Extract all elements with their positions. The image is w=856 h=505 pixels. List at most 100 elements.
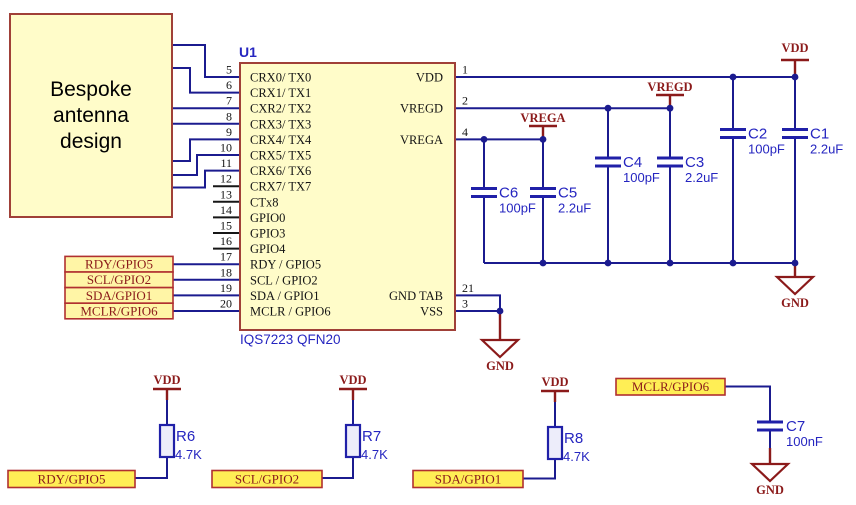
power-flags: VDD VREGD VREGA VDD VDD VDD [153,41,808,389]
pin-label: VDD [416,71,443,85]
net-label-box [7,469,136,489]
resistor-value: 4.7K [563,449,590,464]
capacitor-ref: C7 [786,418,805,435]
pin-number: 3 [462,297,468,311]
pin-number: 6 [226,78,232,92]
pin-number: 12 [220,172,232,186]
net-label-box [211,469,323,489]
vregd-flag: VREGD [647,80,692,94]
pin-label: VSS [420,305,443,319]
gnd-symbol-icon [774,275,816,296]
resistor-value: 4.7K [361,447,388,462]
pin-number: 11 [220,156,232,170]
capacitor-ref: C6 [499,185,518,202]
capacitor-symbol-c3 [657,156,683,168]
pin-number: 2 [462,94,468,108]
junction-dot [791,73,799,81]
pin-label: CRX4/ TX4 [250,133,312,147]
gnd-label: GND [756,483,784,497]
pin-label: GPIO0 [250,211,285,225]
bottom-net-labels: RDY/GPIO5 SCL/GPIO2 SDA/GPIO1 MCLR/GPIO6 [7,377,726,489]
junction-dot [496,307,504,315]
capacitor-symbol-c5 [530,187,556,198]
junction-dot [604,104,612,112]
ic-u1: U1 IQS7223 QFN20 5 6 7 8 9 10 11 12 13 1… [220,44,474,347]
pin-label: VREGD [400,102,443,116]
capacitor-ref: C3 [685,154,704,171]
antenna-box [9,13,173,218]
net-label-box [412,469,524,489]
pin-number: 1 [462,63,468,77]
pin-number: 17 [220,250,232,264]
resistor-value: 4.7K [175,447,202,462]
wires [135,44,809,480]
pin-label: CXR2/ TX2 [250,102,311,116]
capacitor-value: 100pF [499,201,536,216]
left-pin-numbers: 5 6 7 8 9 10 11 12 13 14 15 16 17 18 19 … [220,63,232,311]
antenna-label-line2: antenna [53,104,129,127]
junction-dot [604,259,612,267]
pin-number: 19 [220,281,232,295]
capacitor-ref: C4 [623,154,642,171]
ground-symbols: GND GND GND [479,275,816,497]
right-pin-numbers: 1 2 4 21 3 [462,63,474,311]
capacitor-value: 2.2uF [685,170,718,185]
vdd-flag: VDD [781,41,808,55]
resistor-symbol-r7 [344,423,362,459]
capacitor-symbol-c7 [757,420,783,432]
pin-label: VREGA [400,133,443,147]
capacitor-value: 100nF [786,434,823,449]
antenna-block: Bespoke antenna design [9,13,173,218]
vdd-flag: VDD [339,373,366,387]
pin-label: SDA / GPIO1 [250,289,319,303]
left-pin-labels: CRX0/ TX0 CRX1/ TX1 CXR2/ TX2 CRX3/ TX3 … [250,71,331,319]
ic-body [239,62,456,331]
pin-number: 21 [462,281,474,295]
gnd-symbol-icon [749,462,791,483]
capacitor-value: 100pF [623,170,660,185]
pin-number: 7 [226,94,232,108]
resistors: R6 4.7K R7 4.7K R8 4.7K [158,423,590,464]
ic-reference: U1 [239,44,257,60]
pin-number: 18 [220,265,232,279]
antenna-wires [172,44,240,189]
resistor-ref: R7 [362,428,381,445]
resistor-symbol-r6 [158,423,176,459]
capacitor-symbol-c6 [471,187,497,198]
antenna-label-line1: Bespoke [50,78,132,101]
pin-number: 16 [220,234,232,248]
vrega-flag: VREGA [520,111,565,125]
pin-label: GND TAB [389,289,443,303]
pin-label: CRX6/ TX6 [250,164,311,178]
net-label: MCLR/GPIO6 [632,379,710,394]
capacitor-symbol-c1 [782,128,808,139]
pin-number: 13 [220,187,232,201]
pin-number: 10 [220,141,232,155]
pin-label: CRX7/ TX7 [250,180,311,194]
power-stubs [153,58,809,464]
capacitor-ref: C1 [810,126,829,143]
gnd-symbol-icon [479,338,521,359]
junction-dot [539,136,547,143]
pin-number: 5 [226,63,232,77]
pin-label: GPIO4 [250,242,286,256]
resistor-symbol-r8 [546,425,564,461]
rail-wires [455,76,796,448]
antenna-label-line3: design [60,130,122,153]
pin-number: 15 [220,219,232,233]
junction-dot [729,73,737,81]
pullup-wires [135,400,556,480]
capacitors: C1 2.2uF C2 100pF C3 2.2uF C4 100pF C5 2… [471,126,843,449]
capacitor-symbol-c4 [595,156,621,168]
gnd-label: GND [486,359,514,373]
upper-net-labels: RDY/GPIO5 SCL/GPIO2 SDA/GPIO1 MCLR/GPIO6 [64,255,174,320]
pin-label: CRX5/ TX5 [250,149,311,163]
net-label-box [64,302,174,320]
net-label: RDY/GPIO5 [85,257,153,272]
pin-label: SCL / GPIO2 [250,273,318,287]
pin-label: CRX1/ TX1 [250,86,311,100]
unconnected-pin-stubs [213,185,240,250]
capacitor-symbol-c2 [720,128,746,139]
